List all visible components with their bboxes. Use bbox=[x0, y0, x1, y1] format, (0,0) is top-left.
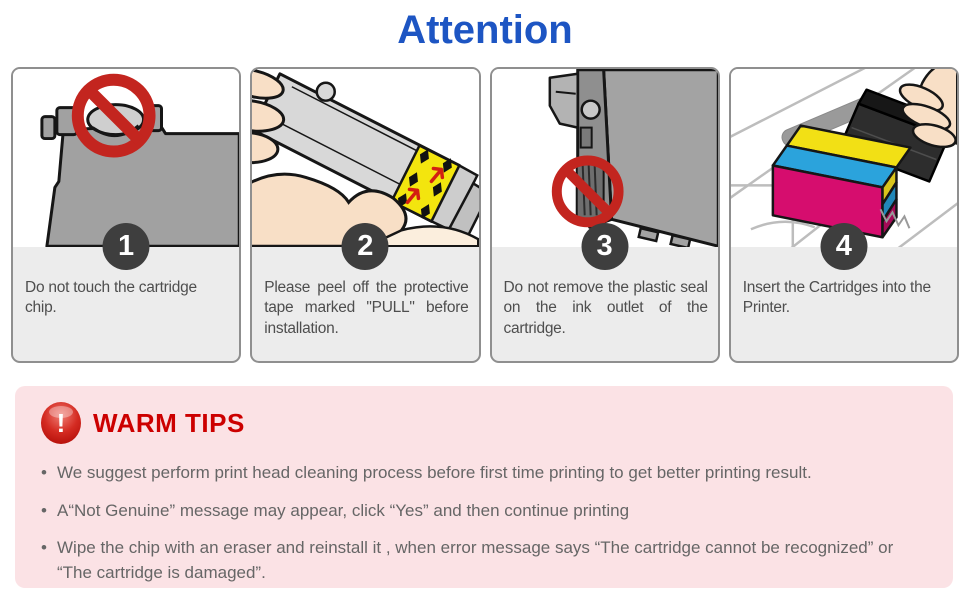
step2-caption: Please peel off the protective tape mark… bbox=[264, 279, 469, 337]
color-cartridges bbox=[771, 124, 912, 239]
step4-image bbox=[730, 69, 957, 247]
step3-image bbox=[491, 69, 718, 247]
step-number-badge: 1 bbox=[102, 223, 150, 270]
step4-caption: Insert the Cartridges into the Printer. bbox=[742, 279, 931, 317]
warm-tips-header: ! WARM TIPS bbox=[41, 401, 927, 445]
exclamation-icon: ! bbox=[41, 402, 81, 444]
insert-cartridges-illustration bbox=[730, 69, 957, 247]
steps-row: 1 Do not touch the cartridge chip. bbox=[11, 67, 959, 363]
prohibition-icon bbox=[71, 73, 156, 158]
step-number-badge: 4 bbox=[820, 223, 868, 270]
hand bbox=[898, 69, 957, 149]
step-panel-3: 3 Do not remove the plastic seal on the … bbox=[489, 67, 720, 363]
page-title: Attention bbox=[397, 8, 573, 52]
step-number-badge: 3 bbox=[581, 223, 629, 270]
cartridge-chip-illustration bbox=[40, 73, 240, 247]
warm-tips-heading: WARM TIPS bbox=[93, 407, 245, 438]
tip-item: We suggest perform print head cleaning p… bbox=[41, 461, 927, 486]
ink-outlet-illustration bbox=[548, 69, 718, 247]
warm-tips-list: We suggest perform print head cleaning p… bbox=[41, 461, 927, 586]
tip-item: Wipe the chip with an eraser and reinsta… bbox=[41, 536, 927, 585]
step2-image bbox=[252, 69, 479, 247]
step1-caption: Do not touch the cartridge chip. bbox=[25, 279, 197, 317]
step-panel-4: 4 Insert the Cartridges into the Printer… bbox=[728, 67, 959, 363]
step1-image bbox=[13, 69, 240, 247]
pull-direction-arrows bbox=[405, 166, 445, 205]
step-number-badge: 2 bbox=[341, 223, 389, 270]
prohibition-icon bbox=[551, 155, 624, 228]
step3-caption: Do not remove the plastic seal on the in… bbox=[503, 279, 709, 337]
warm-tips-box: ! WARM TIPS We suggest perform print hea… bbox=[15, 386, 953, 588]
tip-item: A“Not Genuine” message may appear, click… bbox=[41, 499, 927, 524]
peel-tape-illustration bbox=[252, 69, 479, 247]
step-panel-1: 1 Do not touch the cartridge chip. bbox=[11, 67, 242, 363]
step-panel-2: 2 Please peel off the protective tape ma… bbox=[250, 67, 481, 363]
